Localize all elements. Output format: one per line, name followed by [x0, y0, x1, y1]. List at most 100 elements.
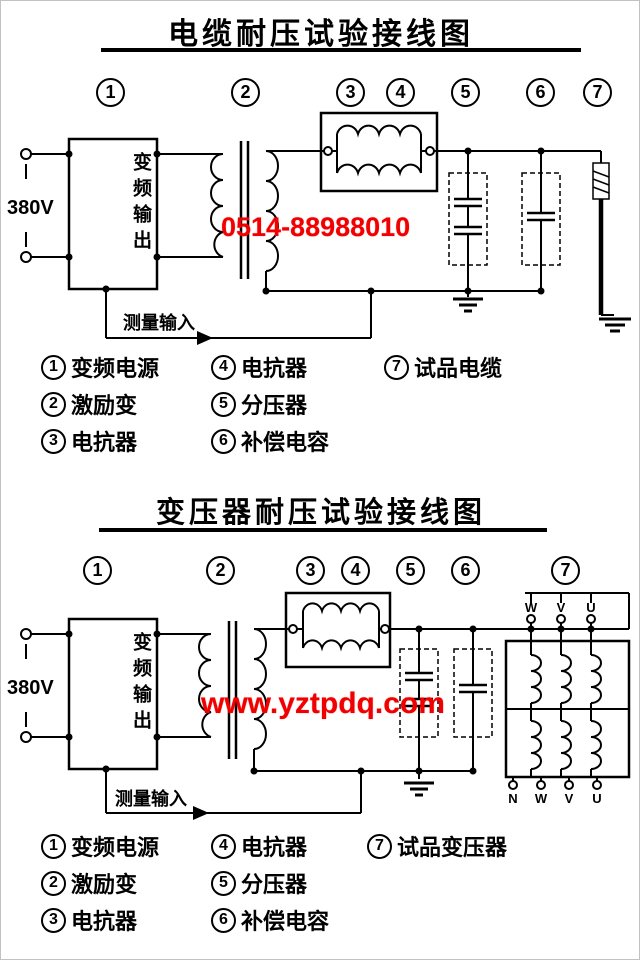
legend-item-3: 3 电抗器: [41, 904, 137, 936]
legend-item-4: 4 电抗器: [211, 830, 307, 862]
ground-symbol-divider: [453, 297, 483, 313]
legend-label-2: 激励变: [71, 393, 138, 418]
compensation-capacitor-symbol: [453, 648, 493, 771]
terminal-label-bottom-w: W: [534, 791, 548, 806]
legend-num-6: 6: [211, 428, 236, 454]
legend-item-6: 6 补偿电容: [211, 904, 329, 936]
legend-num-4: 4: [211, 354, 236, 380]
legend-label-3: 电抗器: [71, 430, 138, 455]
legend-item-6: 6 补偿电容: [211, 425, 329, 457]
legend-label-3: 电抗器: [71, 909, 138, 934]
inverter-output-wires: [157, 153, 223, 258]
transformer-diagram-section: 变压器耐压试验接线图 1 2 3 4 5 6 7 380V 变频输出 www.y…: [1, 481, 639, 959]
legend-num-1: 1: [41, 833, 66, 859]
measure-arrow: [193, 806, 209, 820]
reactor-box-symbol: [319, 111, 439, 193]
legend-label-4: 电抗器: [241, 835, 308, 860]
terminal-label-top-v: V: [556, 600, 566, 615]
legend-num-5: 5: [211, 870, 236, 896]
reactor-box-symbol: [284, 591, 392, 669]
watermark-phone: 0514-88988010: [221, 212, 411, 242]
junction-dots: [65, 625, 595, 820]
cable-diagram-section: 电缆耐压试验接线图 1 2 3 4 5 6 7 380V 变频输出 0514-8…: [1, 1, 639, 481]
ground-symbol: [404, 781, 434, 797]
diagram2-title: 变压器耐压试验接线图: [155, 497, 486, 529]
test-cable-symbol: [592, 162, 614, 316]
cable-circuit-drawing: [20, 111, 631, 345]
test-transformer-bottom-terminals: [508, 777, 602, 790]
transformer-circuit-drawing: [20, 591, 631, 820]
test-transformer-symbol: [504, 639, 631, 779]
marker-4: 4: [341, 556, 370, 585]
legend-label-6: 补偿电容: [241, 909, 330, 934]
legend-item-2: 2 激励变: [41, 388, 137, 420]
legend-item-2: 2 激励变: [41, 867, 137, 899]
diagram1-title: 电缆耐压试验接线图: [168, 18, 474, 51]
marker-4: 4: [386, 78, 415, 107]
measure-input-line: [105, 769, 362, 814]
inverter-output-label: 变频输出: [130, 152, 151, 256]
compensation-capacitor-symbol: [521, 172, 561, 291]
marker-7: 7: [583, 78, 612, 107]
ground-symbol-cable: [599, 317, 631, 333]
measure-input-label: 测量输入: [123, 313, 195, 333]
legend-item-1: 1 变频电源: [41, 351, 159, 383]
marker-2: 2: [206, 556, 235, 585]
legend-label-5: 分压器: [241, 393, 308, 418]
marker-1: 1: [96, 78, 125, 107]
inverter-output-wires: [157, 633, 211, 738]
inverter-box: [67, 617, 159, 771]
marker-6: 6: [526, 78, 555, 107]
marker-1: 1: [83, 556, 112, 585]
marker-7: 7: [551, 556, 580, 585]
inverter-output-label: 变频输出: [130, 632, 151, 736]
source-voltage-label: 380V: [7, 677, 54, 699]
legend-label-2: 激励变: [71, 872, 138, 897]
measure-input-label: 测量输入: [115, 789, 187, 809]
terminal-label-top-u: U: [586, 600, 596, 615]
excitation-transformer-symbol: [210, 141, 324, 291]
marker-6: 6: [451, 556, 480, 585]
voltage-divider-symbol: [399, 648, 439, 779]
inverter-box: [67, 137, 159, 291]
measure-arrow: [197, 331, 213, 345]
legend-item-5: 5 分压器: [211, 388, 307, 420]
legend-label-5: 分压器: [241, 872, 308, 897]
marker-3: 3: [336, 78, 365, 107]
legend-item-3: 3 电抗器: [41, 425, 137, 457]
terminal-label-bottom-v: V: [564, 791, 574, 806]
marker-5: 5: [396, 556, 425, 585]
marker-3: 3: [296, 556, 325, 585]
terminal-label-bottom-n: N: [508, 791, 518, 806]
source-voltage-label: 380V: [7, 197, 54, 219]
legend-item-7: 7 试品电缆: [384, 351, 502, 383]
legend-num-4: 4: [211, 833, 236, 859]
legend-num-6: 6: [211, 907, 236, 933]
legend-num-3: 3: [41, 907, 66, 933]
legend-label-7: 试品电缆: [414, 356, 503, 381]
title-underline: [101, 48, 581, 52]
legend-label-1: 变频电源: [71, 356, 160, 381]
ac-source-symbol: [20, 628, 69, 743]
terminal-label-top-w: W: [524, 600, 538, 615]
measure-input-line: [105, 289, 372, 339]
hv-bus-wire: [434, 150, 602, 173]
legend-num-7: 7: [384, 354, 409, 380]
legend-item-7: 7 试品变压器: [367, 830, 507, 862]
legend-label-1: 变频电源: [71, 835, 160, 860]
voltage-divider-symbol: [448, 172, 488, 297]
legend-item-4: 4 电抗器: [211, 351, 307, 383]
legend-label-7: 试品变压器: [397, 835, 508, 860]
excitation-transformer-symbol: [198, 621, 289, 771]
watermark-url: www.yztpdq.com: [201, 687, 445, 720]
legend-num-2: 2: [41, 391, 66, 417]
legend-item-5: 5 分压器: [211, 867, 307, 899]
legend-label-6: 补偿电容: [241, 430, 330, 455]
legend-label-4: 电抗器: [241, 356, 308, 381]
test-transformer-top-terminals: [525, 592, 630, 641]
legend-num-5: 5: [211, 391, 236, 417]
marker-2: 2: [231, 78, 260, 107]
junction-dots: [65, 147, 545, 345]
title-underline: [99, 528, 547, 532]
